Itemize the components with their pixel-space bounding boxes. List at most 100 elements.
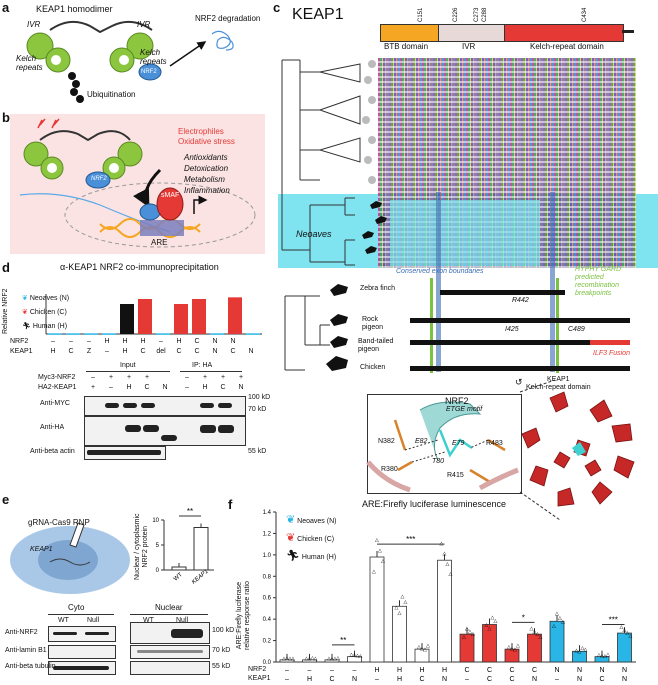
blot-nuclear-tubulin	[130, 661, 210, 675]
species-rock-pigeon: Rock pigeon	[362, 316, 384, 331]
panel-a-nrf2: NRF2	[141, 69, 157, 75]
ha-lane-4: C	[144, 384, 150, 391]
f-data-point: △	[465, 626, 469, 632]
struct-r415: R415	[447, 472, 464, 479]
neoaves-bird-icon: ❦	[22, 295, 28, 302]
e-blot-label-lamin: Anti-lamin B1	[5, 647, 47, 654]
f-data-point: △	[539, 634, 543, 640]
f-keap1-lane-label: N	[577, 676, 582, 683]
f-data-point: △	[350, 652, 354, 658]
keap1-lane-2: C	[68, 348, 74, 355]
keap1-lane-7: del	[156, 348, 166, 355]
f-data-point: △	[285, 656, 289, 662]
f-data-point: △	[626, 631, 630, 637]
ha-lane-9: N	[238, 384, 244, 391]
f-nrf2-lane-label: N	[554, 667, 559, 674]
rotate-icon: ↺	[515, 377, 523, 387]
keap1-lane-11: C	[230, 348, 236, 355]
f-keap1-lane-label: C	[329, 676, 334, 683]
panel-a-degradation: NRF2 degradation	[195, 14, 261, 23]
f-data-point: △	[491, 615, 495, 621]
outcome-metabolism: Metabolism	[184, 175, 225, 184]
panel-letter-d: d	[2, 260, 10, 275]
f-keap1-lane-label: C	[509, 676, 514, 683]
f-ytick-label: 0.8	[263, 574, 272, 580]
band	[161, 435, 177, 441]
blot-nuclear-lamin	[130, 645, 210, 659]
panel-c-title: KEAP1	[292, 6, 344, 23]
f-data-point: △	[417, 645, 421, 651]
f-data-point: △	[372, 569, 376, 575]
panel-a-diagram	[26, 20, 234, 103]
label-r442: R442	[512, 297, 529, 304]
chicken-icon: ❦	[22, 309, 28, 316]
f-keap1-lane-label: N	[622, 676, 627, 683]
f-data-point: △	[606, 652, 610, 658]
f-data-point: △	[395, 605, 399, 611]
f-ytick-label: 0.2	[263, 639, 272, 645]
f-data-point: △	[282, 656, 286, 662]
myc-lane-4: +	[144, 374, 150, 381]
f-sig-label: ***	[406, 535, 415, 544]
f-data-point: △	[308, 656, 312, 662]
domain-kelch-label: Kelch-repeat domain	[530, 42, 604, 51]
blot-label-anti-beta-actin: Anti-beta actin	[30, 448, 75, 455]
nrf2-lane-3: –	[87, 338, 91, 345]
exon-boundary-1	[436, 192, 441, 372]
ha-lane-6: –	[185, 384, 189, 391]
row-ha-label: HA2-KEAP1	[38, 384, 77, 391]
f-nrf2-lane-label: N	[622, 667, 627, 674]
panel-b-nrf2: NRF2	[91, 176, 107, 182]
band	[200, 425, 216, 433]
f-keap1-lane-label: N	[352, 676, 357, 683]
f-keap1-row-label: KEAP1	[248, 675, 271, 682]
f-keap1-lane-label: –	[375, 676, 379, 683]
blot-anti-myc	[84, 396, 246, 416]
nrf2-lane-11: N	[230, 338, 236, 345]
f-data-point: △	[468, 629, 472, 635]
coip-bar	[66, 333, 80, 335]
keap1-lane-9: C	[194, 348, 200, 355]
f-data-point: △	[597, 652, 601, 658]
e-blot-label-tubulin: Anti-beta tubulin	[5, 663, 56, 670]
f-keap1-lane-label: N	[442, 676, 447, 683]
hyphy-breakpoint-1	[430, 278, 433, 373]
f-nrf2-lane-label: N	[577, 667, 582, 674]
blot-anti-beta-actin	[84, 446, 166, 460]
f-human-icon: 🏃︎	[286, 550, 300, 562]
nrf2-lane-10: N	[212, 338, 218, 345]
panel-b-are: ARE	[151, 238, 168, 247]
f-data-point: △	[291, 656, 295, 662]
f-nrf2-lane-label: C	[464, 667, 469, 674]
f-data-point: △	[327, 656, 331, 662]
f-data-point: △	[471, 632, 475, 638]
seq-zebra-finch	[440, 290, 565, 295]
e-marker-55kd: 55 kD	[212, 663, 231, 670]
struct-nrf2: NRF2	[445, 396, 469, 406]
coip-bar	[48, 333, 62, 335]
f-data-point: △	[443, 551, 447, 557]
f-data-point: △	[336, 656, 340, 662]
blot-label-anti-myc: Anti-MYC	[40, 400, 70, 407]
f-keap1-lane-label: –	[285, 676, 289, 683]
outcome-antioxidants: Antioxidants	[184, 153, 228, 162]
label-ilf3-fusion: ILF3 Fusion	[593, 350, 630, 357]
f-ytick-label: 1.0	[263, 553, 272, 559]
f-data-point: △	[510, 646, 514, 652]
e-marker-100kd: 100 kD	[212, 627, 235, 634]
panel-letter-a: a	[2, 0, 10, 15]
coip-bar	[210, 333, 224, 335]
f-nrf2-lane-label: –	[330, 667, 334, 674]
f-data-point: △	[426, 643, 430, 649]
panel-b-stress-electrophiles: Electrophiles	[178, 127, 224, 136]
f-data-point: △	[314, 656, 318, 662]
f-data-point: △	[536, 632, 540, 638]
coip-bar	[192, 299, 206, 334]
f-keap1-lane-label: H	[397, 676, 402, 683]
input-underline	[86, 371, 170, 372]
f-data-point: △	[530, 626, 534, 632]
panel-e-nuclear: Nuclear	[155, 603, 183, 612]
panel-f-title: ARE:Firefly luciferase luminescence	[362, 499, 507, 509]
exon-boundary-2	[550, 192, 555, 372]
